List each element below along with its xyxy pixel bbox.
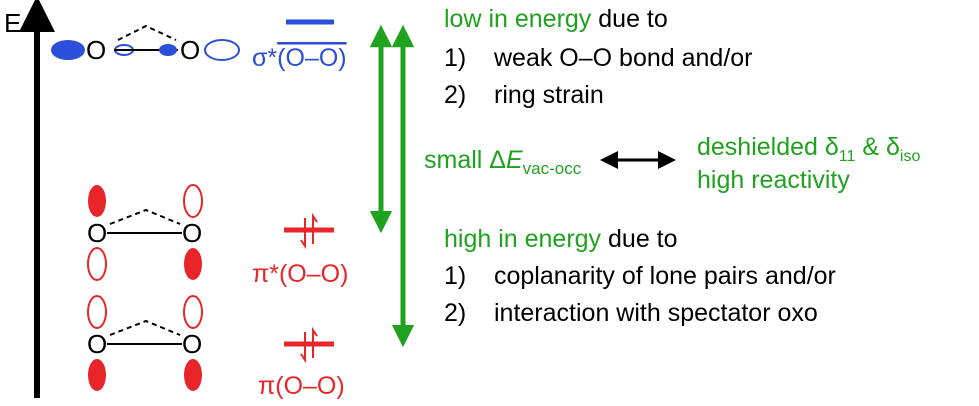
sigma-star-level: σ*(O–O) (252, 19, 347, 72)
pi-star-electron-down-icon (312, 212, 318, 244)
high-energy-block: high in energy due to 1) coplanarity of … (444, 225, 836, 327)
consequence-block: deshielded δ11 & δiso high reactivity (697, 133, 920, 194)
pi-star-oxygen-right: O (182, 218, 202, 248)
high-energy-item-2-num: 2) (444, 299, 466, 327)
pi-star-level: π*(O–O) (252, 212, 348, 288)
pi-lobe-left-top-open (87, 295, 107, 329)
sigma-lobe-mid-filled (159, 44, 177, 56)
sigma-dashed-ring (117, 24, 177, 41)
pi-star-electron-up-icon (300, 218, 306, 250)
sigma-star-label: σ*(O–O) (252, 44, 347, 72)
sigma-oxygen-right: O (180, 35, 200, 65)
low-energy-item-2-num: 2) (444, 81, 466, 109)
pi-star-lobe-right-top-open (183, 184, 203, 218)
pi-lobe-right-top-open (183, 295, 203, 329)
energy-axis-label: E (4, 8, 21, 38)
pi-star-dashed-ring (109, 208, 181, 225)
low-energy-item-1-num: 1) (444, 44, 466, 72)
pi-dashed-ring (109, 319, 181, 336)
low-energy-item-1-text: weak O–O bond and/or (493, 44, 753, 72)
low-energy-item-2-text: ring strain (494, 81, 604, 109)
pi-star-lobe-left-bottom-open (87, 247, 107, 281)
high-energy-heading: high in energy due to (444, 225, 678, 253)
pi-label: π(O–O) (258, 372, 345, 400)
sigma-lobe-right-open (204, 39, 240, 61)
sigma-oxygen-left: O (86, 35, 106, 65)
high-energy-item-2-text: interaction with spectator oxo (494, 299, 818, 327)
high-energy-item-1-text: coplanarity of lone pairs and/or (494, 262, 836, 290)
pi-level: π(O–O) (258, 326, 345, 400)
gap-label-text: small ΔEvac-occ (424, 146, 582, 178)
pi-oxygen-left: O (87, 329, 107, 359)
low-energy-block: low in energy due to 1) weak O–O bond an… (444, 5, 753, 109)
pi-lobe-right-bottom-filled (184, 359, 202, 391)
pi-star-label: π*(O–O) (252, 260, 348, 288)
pi-electron-up-icon (300, 332, 306, 364)
consequence-line-1: deshielded δ11 & δiso (697, 133, 920, 165)
pi-star-lobe-left-top-filled (88, 185, 106, 217)
consequence-line-2: high reactivity (697, 166, 850, 194)
pi-star-lobe-right-bottom-filled (184, 248, 202, 280)
pi-star-oxygen-left: O (87, 218, 107, 248)
pi-lobe-left-bottom-filled (88, 359, 106, 391)
sigma-lobe-left-filled (51, 40, 85, 60)
pi-orbital: O O (87, 295, 203, 391)
high-energy-item-1-num: 1) (444, 262, 466, 290)
pi-star-orbital: O O (87, 184, 203, 281)
energy-gap-arrows (369, 24, 415, 348)
pi-oxygen-right: O (182, 329, 202, 359)
low-energy-heading: low in energy due to (444, 5, 668, 33)
energy-axis: E (4, 0, 55, 398)
gap-label: small ΔEvac-occ (424, 146, 582, 178)
pi-electron-down-icon (312, 326, 318, 358)
sigma-star-orbital: O O (51, 24, 240, 65)
